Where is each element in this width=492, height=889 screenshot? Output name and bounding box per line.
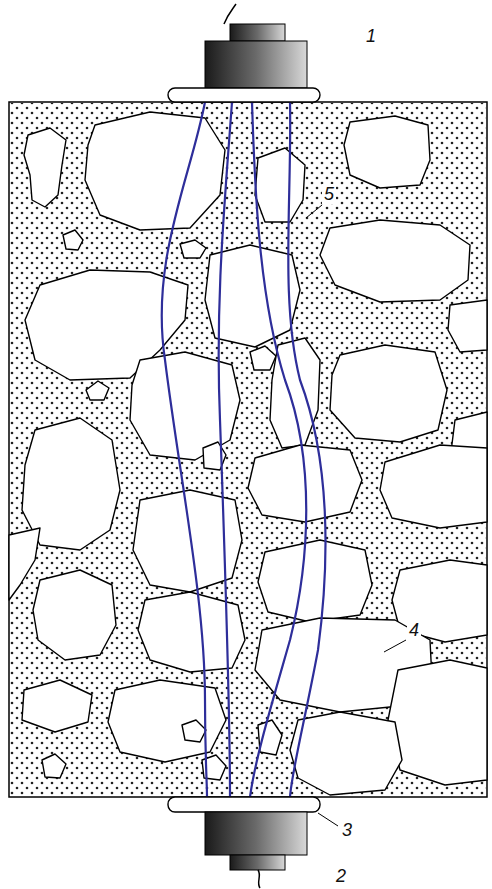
callout-number: 1 — [364, 26, 378, 46]
concrete-block — [9, 102, 487, 797]
ultrasonic-paths — [162, 102, 326, 797]
callout-number: 5 — [322, 184, 336, 204]
callout-number: 2 — [334, 866, 348, 886]
leader-lines — [306, 205, 406, 826]
aggregate-stones — [9, 112, 487, 795]
callout-number: 3 — [340, 820, 354, 840]
transducer-top — [168, 4, 320, 102]
mortar-matrix — [10, 103, 486, 796]
transducer-bottom — [168, 797, 320, 888]
callout-number: 4 — [407, 620, 421, 640]
